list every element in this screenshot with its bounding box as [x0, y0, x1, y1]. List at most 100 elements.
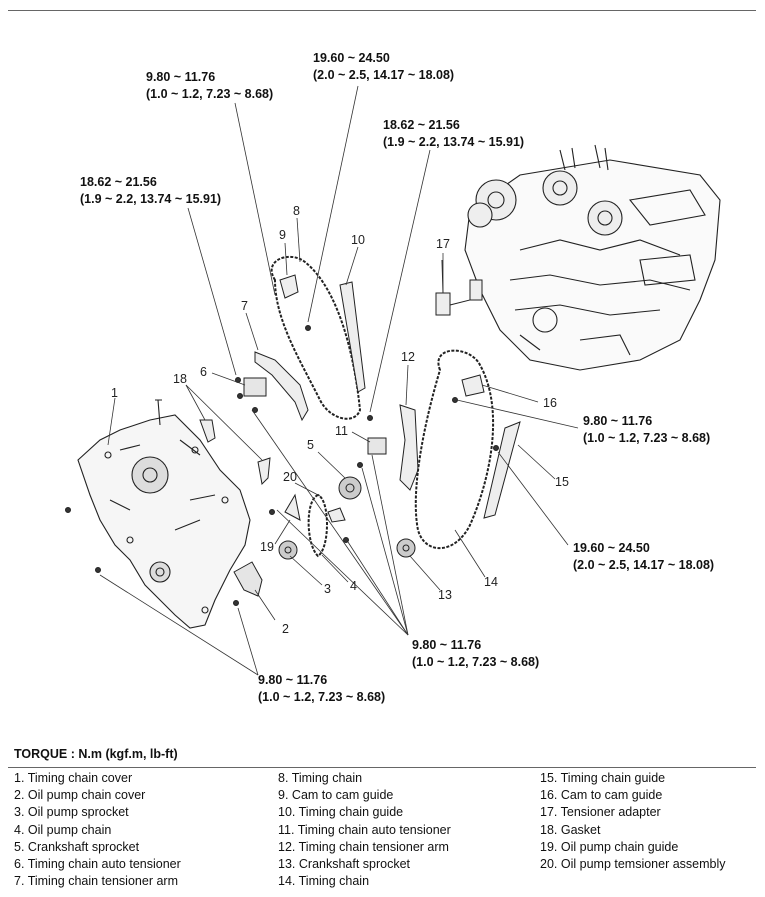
legend-item: 4. Oil pump chain — [14, 822, 181, 839]
legend-item: 2. Oil pump chain cover — [14, 787, 181, 804]
legend-item-label: Timing chain cover — [27, 771, 133, 785]
crankshaft-sprocket-right-part — [396, 538, 416, 558]
timing-chain-left-part — [270, 255, 362, 420]
legend-item-label: Timing chain guide — [560, 771, 666, 785]
engine-block-illustration — [464, 144, 721, 371]
torque-spec-nm: 9.80 ~ 11.76 — [412, 638, 482, 652]
legend-item-label: Oil pump sprocket — [27, 805, 129, 820]
legend-item-number: 19. — [540, 839, 558, 854]
timing-chain-exploded-view — [65, 85, 721, 676]
callout-10: 10 — [351, 233, 365, 247]
legend-item-number: 10. — [278, 805, 296, 820]
legend-item-label: Oil pump chain — [27, 822, 112, 837]
legend-item-number: 14. — [278, 874, 296, 889]
torque-spec-nm: 19.60 ~ 24.50 — [313, 51, 390, 65]
callout-1: 1 — [111, 386, 118, 400]
legend-item: 12. Timing chain tensioner arm — [278, 839, 451, 856]
callout-18: 18 — [173, 372, 187, 386]
cam-to-cam-guide-left-part — [279, 274, 299, 299]
legend-item-number: 16. — [540, 788, 558, 803]
legend-item-number: 20. — [540, 857, 558, 872]
legend-item-number: 18. — [540, 822, 558, 837]
legend-item: 6. Timing chain auto tensioner — [14, 856, 181, 873]
legend-item-label: Timing chain tensioner arm — [298, 839, 449, 854]
legend-item-number: 2. — [14, 788, 25, 803]
callout-3: 3 — [324, 582, 331, 596]
callout-12: 12 — [401, 350, 415, 364]
legend-item-number: 5. — [14, 839, 25, 854]
torque-spec-conversions: (1.9 ~ 2.2, 13.74 ~ 15.91) — [80, 192, 222, 206]
torque-spec-nm: 19.60 ~ 24.50 — [573, 541, 650, 555]
legend-item: 19. Oil pump chain guide — [540, 839, 726, 856]
gasket-part-upper — [199, 419, 216, 443]
callout-2: 2 — [282, 622, 289, 636]
timing-chain-guide-left-part — [339, 281, 366, 393]
legend-item-label: Oil pump chain guide — [560, 839, 679, 854]
torque-spec-conversions: (1.9 ~ 2.2, 13.74 ~ 15.91) — [383, 135, 525, 149]
torque-spec-chain-guide-right-bolt: 19.60 ~ 24.50 (2.0 ~ 2.5, 14.17 ~ 18.08) — [573, 540, 714, 574]
torque-spec-nm: 9.80 ~ 11.76 — [146, 70, 216, 84]
callout-20: 20 — [283, 470, 297, 484]
torque-spec-nm: 18.62 ~ 21.56 — [80, 175, 157, 189]
callout-16: 16 — [543, 396, 557, 410]
legend-item: 17. Tensioner adapter — [540, 804, 726, 821]
legend-item: 10. Timing chain guide — [278, 804, 451, 821]
oil-pump-tensioner-part — [327, 507, 346, 523]
oil-pump-chain-part — [307, 493, 328, 558]
legend-item-number: 11. — [278, 822, 295, 837]
legend-item: 20. Oil pump temsioner assembly — [540, 856, 726, 873]
legend-item: 7. Timing chain tensioner arm — [14, 873, 181, 890]
legend-item-label: Oil pump temsioner assembly — [560, 857, 726, 872]
torque-spec-cover-bolts: 9.80 ~ 11.76 (1.0 ~ 1.2, 7.23 ~ 8.68) — [258, 672, 385, 706]
legend-item-label: Timing chain guide — [298, 805, 404, 820]
legend-item: 11. Timing chain auto tensioner — [278, 822, 451, 839]
legend-item: 5. Crankshaft sprocket — [14, 839, 181, 856]
torque-spec-tensioner-arm-bolt: 19.60 ~ 24.50 (2.0 ~ 2.5, 14.17 ~ 18.08) — [313, 50, 454, 84]
callout-9: 9 — [279, 228, 286, 242]
legend-item-number: 1. — [14, 771, 25, 785]
torque-spec-guide-bolt-right: 18.62 ~ 21.56 (1.9 ~ 2.2, 13.74 ~ 15.91) — [383, 117, 524, 151]
legend-item: 14. Timing chain — [278, 873, 451, 890]
torque-spec-conversions: (1.0 ~ 1.2, 7.23 ~ 8.68) — [146, 87, 274, 101]
legend-item: 15. Timing chain guide — [540, 770, 726, 787]
torque-spec-conversions: (1.0 ~ 1.2, 7.23 ~ 8.68) — [583, 431, 711, 445]
torque-spec-center-bolts: 9.80 ~ 11.76 (1.0 ~ 1.2, 7.23 ~ 8.68) — [412, 637, 539, 671]
legend-item-number: 15. — [540, 771, 558, 785]
callout-4: 4 — [350, 579, 357, 593]
legend-item: 3. Oil pump sprocket — [14, 804, 181, 821]
torque-spec-cam-guide-bolt: 9.80 ~ 11.76 (1.0 ~ 1.2, 7.23 ~ 8.68) — [146, 69, 273, 103]
legend-item-label: Cam to cam guide — [560, 788, 663, 803]
legend-item-number: 13. — [278, 857, 296, 872]
legend-item-number: 4. — [14, 822, 25, 837]
legend-item-number: 6. — [14, 857, 25, 872]
legend-divider — [8, 767, 756, 768]
legend-item-label: Timing chain — [298, 874, 370, 889]
legend-item-label: Timing chain auto tensioner — [27, 857, 181, 872]
legend-item-number: 12. — [278, 839, 296, 854]
torque-spec-nm: 9.80 ~ 11.76 — [258, 673, 328, 687]
callout-13: 13 — [438, 588, 452, 602]
timing-chain-guide-right-part — [483, 421, 521, 519]
legend-item: 1. Timing chain cover — [14, 770, 181, 787]
callout-7: 7 — [241, 299, 248, 313]
legend-item-label: Timing chain auto tensioner — [297, 822, 451, 837]
legend-item-label: Timing chain — [291, 771, 363, 785]
legend-item: 18. Gasket — [540, 822, 726, 839]
callout-8: 8 — [293, 204, 300, 218]
bolts — [65, 325, 499, 606]
gasket-part-lower — [257, 457, 271, 486]
torque-spec-cam-guide-right-bolt: 9.80 ~ 11.76 (1.0 ~ 1.2, 7.23 ~ 8.68) — [583, 413, 710, 447]
legend-item-label: Crankshaft sprocket — [298, 857, 411, 872]
legend-item-label: Tensioner adapter — [560, 805, 661, 820]
callout-5: 5 — [307, 438, 314, 452]
legend-item: 9. Cam to cam guide — [278, 787, 451, 804]
timing-chain-auto-tensioner-right-part — [367, 437, 387, 455]
callout-17: 17 — [436, 237, 450, 251]
oil-pump-chain-guide-part — [284, 493, 301, 521]
crankshaft-sprocket-left-part — [338, 476, 362, 500]
torque-spec-conversions: (2.0 ~ 2.5, 14.17 ~ 18.08) — [313, 68, 455, 82]
legend-item-label: Cam to cam guide — [291, 788, 394, 803]
